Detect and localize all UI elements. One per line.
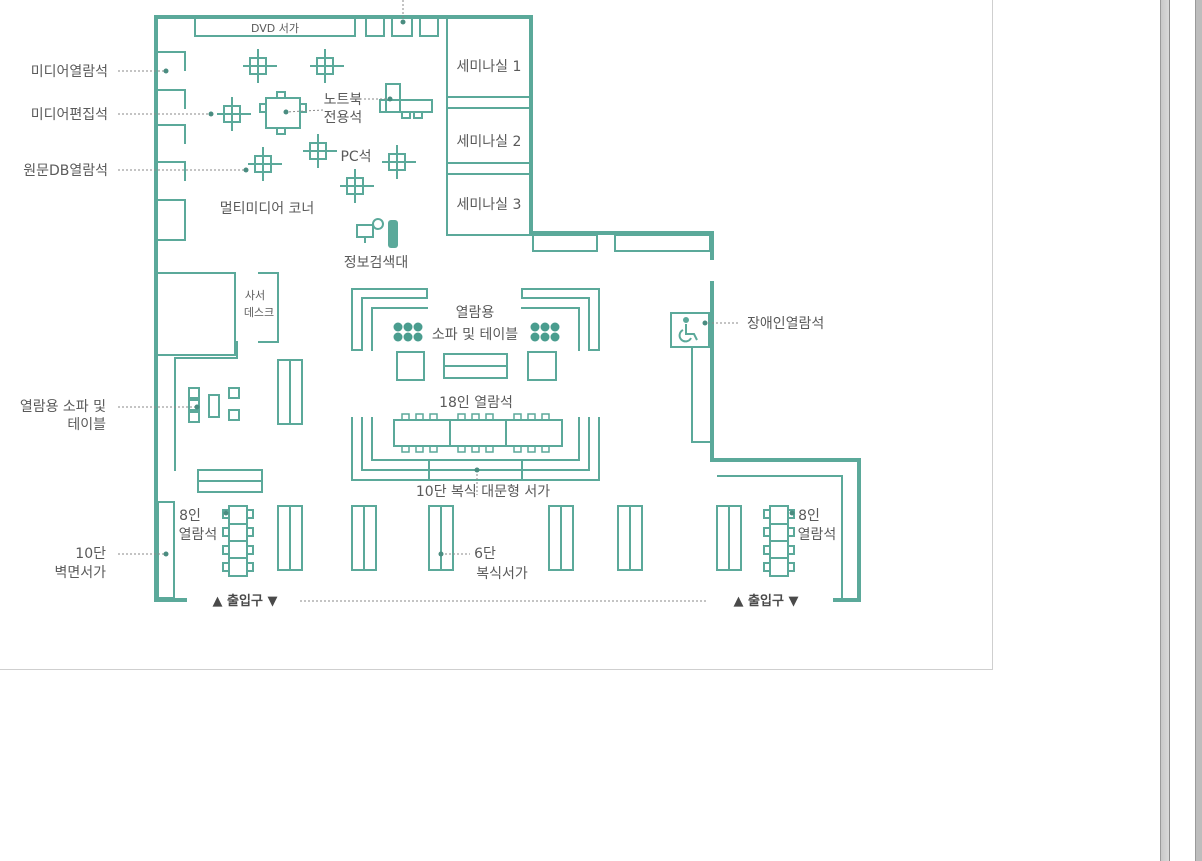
accessible-area bbox=[670, 312, 711, 443]
label-entrance-left: ▲ 출입구 ▼ bbox=[213, 593, 278, 609]
media-carrels bbox=[157, 51, 186, 241]
label-seminar-3: 세미나실 3 bbox=[457, 197, 522, 213]
wheelchair-icon bbox=[678, 317, 698, 343]
label-laptop-line2: 전용석 bbox=[324, 110, 363, 126]
label-accessible-seats: 장애인열람석 bbox=[747, 316, 824, 332]
chairs-18 bbox=[401, 413, 550, 453]
sofa-set-left bbox=[188, 359, 303, 493]
scrollbar-track[interactable] bbox=[1160, 0, 1170, 861]
label-8-seats-left-line1: 8인 bbox=[179, 508, 201, 524]
label-sofa-table-line2: 테이블 bbox=[67, 417, 106, 433]
label-entrance-right: ▲ 출입구 ▼ bbox=[734, 593, 799, 609]
label-media-editing: 미디어편집석 bbox=[31, 107, 108, 123]
table-8-seats bbox=[222, 505, 795, 577]
leader-lines bbox=[118, 0, 740, 602]
label-double-large-shelf: 10단 복식 대문형 서가 bbox=[416, 484, 550, 500]
label-media-viewing: 미디어열람석 bbox=[31, 64, 108, 80]
vertical-scrollbar[interactable] bbox=[1160, 0, 1202, 861]
label-8-seats-right-line1: 8인 bbox=[798, 508, 820, 524]
label-original-db: 원문DB열람석 bbox=[23, 163, 108, 179]
document-frame bbox=[0, 0, 993, 670]
label-8-seats-right-line2: 열람석 bbox=[798, 527, 837, 543]
label-multimedia-corner: 멀티미디어 코너 bbox=[220, 201, 315, 217]
label-info-search: 정보검색대 bbox=[344, 255, 408, 271]
central-sofas bbox=[351, 288, 600, 381]
label-double-shelf-line2: 복식서가 bbox=[476, 566, 528, 582]
outer-wall bbox=[154, 15, 861, 602]
label-wall-shelf-line2: 벽면서가 bbox=[54, 565, 106, 581]
label-librarian-line2: 데스크 bbox=[244, 306, 274, 319]
label-pc-seats: PC석 bbox=[340, 149, 371, 165]
bookshelves bbox=[157, 475, 843, 599]
label-double-shelf-line1: 6단 bbox=[474, 546, 496, 562]
label-reading-sofa-line1: 열람용 bbox=[456, 305, 495, 321]
leader-dots bbox=[163, 19, 795, 557]
label-wall-shelf-line1: 10단 bbox=[75, 546, 106, 562]
lounge-stools bbox=[393, 322, 560, 342]
label-8-seats-left-line2: 열람석 bbox=[179, 527, 218, 543]
window-edge bbox=[1195, 0, 1202, 861]
label-seminar-1: 세미나실 1 bbox=[457, 59, 522, 75]
search-monitor-icon bbox=[356, 218, 398, 248]
label-sofa-table-line1: 열람용 소파 및 bbox=[20, 399, 106, 415]
pc-desks bbox=[217, 49, 433, 203]
label-laptop-line1: 노트북 bbox=[324, 92, 363, 108]
labels: 미디어열람석 미디어편집석 원문DB열람석 열람용 소파 및 테이블 10단 벽… bbox=[20, 22, 837, 609]
librarian-desk bbox=[157, 272, 279, 471]
label-librarian-line1: 사서 bbox=[245, 289, 265, 302]
seminar-rooms bbox=[446, 18, 711, 252]
label-18-seats: 18인 열람석 bbox=[439, 395, 513, 411]
dvd-shelf bbox=[194, 17, 439, 37]
label-dvd-shelf: DVD 서가 bbox=[251, 22, 299, 35]
label-reading-sofa-line2: 소파 및 테이블 bbox=[432, 327, 518, 343]
label-seminar-2: 세미나실 2 bbox=[457, 134, 522, 150]
floor-plan: 미디어열람석 미디어편집석 원문DB열람석 열람용 소파 및 테이블 10단 벽… bbox=[20, 0, 861, 609]
